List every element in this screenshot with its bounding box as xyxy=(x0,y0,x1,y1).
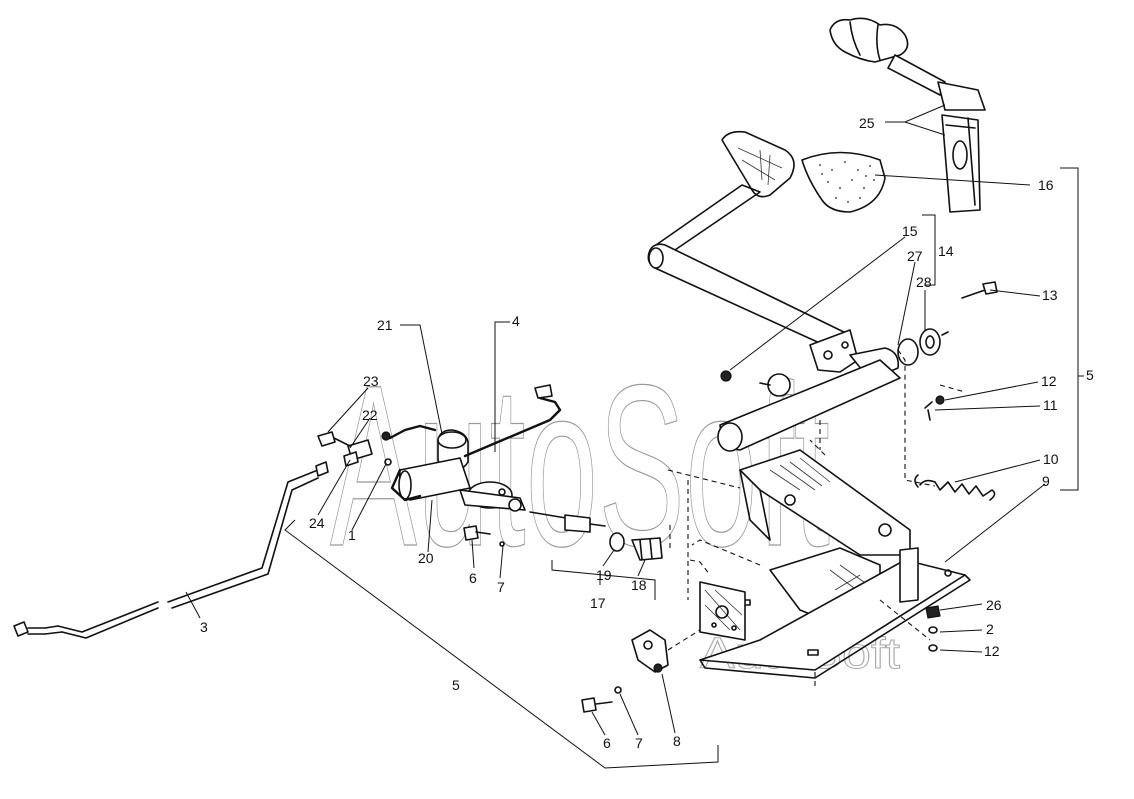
base-bracket xyxy=(631,349,971,688)
clutch-pedal-lever xyxy=(647,130,901,452)
callout-labels: 1 2 3 4 5 5 6 6 7 7 8 9 10 11 12 12 13 1… xyxy=(200,115,1094,751)
callout-12-lower: 12 xyxy=(984,643,1000,659)
callout-26: 26 xyxy=(986,597,1002,613)
callout-12-upper: 12 xyxy=(1041,373,1057,389)
callout-6-upper: 6 xyxy=(469,570,477,586)
callout-5-lower: 5 xyxy=(452,677,460,693)
callout-21: 21 xyxy=(377,317,393,333)
callout-7-upper: 7 xyxy=(497,579,505,595)
leader-lines xyxy=(185,104,1084,769)
callout-25: 25 xyxy=(859,115,875,131)
callout-28: 28 xyxy=(916,274,932,290)
callout-2: 2 xyxy=(986,621,994,637)
callout-17: 17 xyxy=(590,595,606,611)
callout-14: 14 xyxy=(938,243,954,259)
callout-18: 18 xyxy=(631,577,647,593)
callout-3: 3 xyxy=(200,619,208,635)
return-spring xyxy=(914,474,996,501)
callout-4: 4 xyxy=(512,313,520,329)
callout-11: 11 xyxy=(1043,397,1058,413)
pedal-pad-cover xyxy=(801,151,886,213)
watermark-main: AutoSoft xyxy=(330,337,830,594)
callout-6-lower: 6 xyxy=(603,735,611,751)
callout-10: 10 xyxy=(1043,451,1059,467)
callout-23: 23 xyxy=(363,373,379,389)
callout-19: 19 xyxy=(596,567,612,583)
callout-5-right: 5 xyxy=(1086,367,1094,383)
hydraulic-pipe xyxy=(13,461,329,639)
callout-16: 16 xyxy=(1038,177,1054,193)
callout-7-lower: 7 xyxy=(635,735,643,751)
callout-20: 20 xyxy=(418,550,434,566)
callout-22: 22 xyxy=(362,407,378,423)
callout-27: 27 xyxy=(907,248,923,264)
callout-9: 9 xyxy=(1042,473,1050,489)
callout-8: 8 xyxy=(673,733,681,749)
small-fasteners xyxy=(897,281,998,652)
callout-15: 15 xyxy=(902,223,918,239)
callout-13: 13 xyxy=(1042,287,1058,303)
callout-1: 1 xyxy=(348,527,356,543)
master-cylinder xyxy=(317,384,663,713)
callout-24: 24 xyxy=(309,515,325,531)
